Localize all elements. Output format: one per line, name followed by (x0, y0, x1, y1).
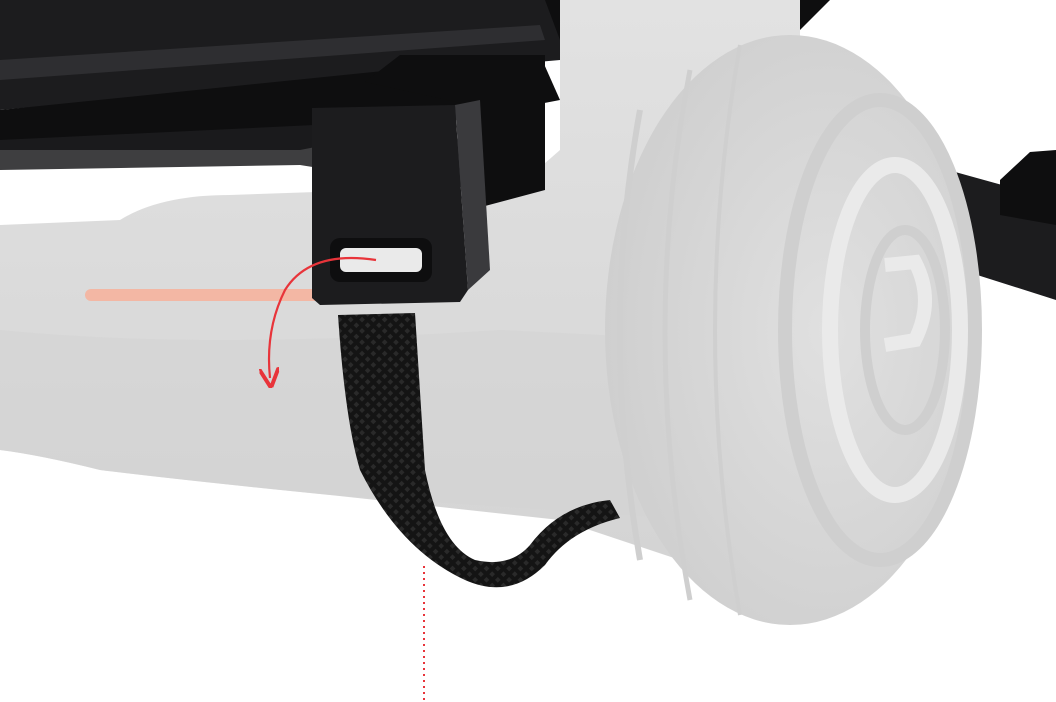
hub-inner-ring (860, 225, 950, 435)
light-strip (85, 289, 330, 301)
tire-tread-2 (662, 69, 693, 601)
axle-bracket (1000, 150, 1056, 225)
hub-outer-ring (778, 93, 982, 567)
bracket-side (455, 100, 490, 290)
bracket-back (365, 55, 545, 210)
strap-slot-opening (340, 248, 422, 272)
hub-mid-ring (822, 157, 968, 503)
tire-tread-1 (617, 109, 643, 561)
tire-tread-3 (713, 44, 742, 616)
frame-highlight (0, 25, 545, 80)
strap-bracket (312, 55, 545, 305)
strap-band (338, 313, 620, 588)
hub-logo-mark (883, 254, 932, 352)
front-tire (605, 35, 982, 625)
velcro-strap (338, 313, 620, 588)
fold-direction-arrow (269, 256, 377, 378)
